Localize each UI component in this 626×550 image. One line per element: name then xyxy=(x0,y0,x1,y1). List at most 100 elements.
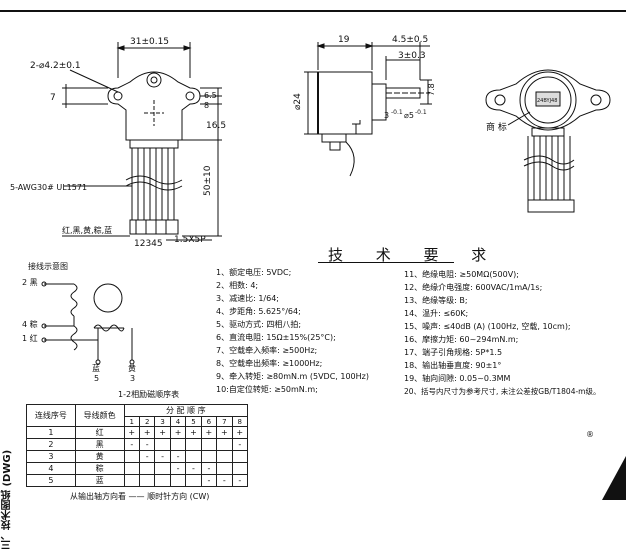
cell: + xyxy=(231,426,249,439)
cell-color: 红 xyxy=(74,426,125,439)
cell xyxy=(169,474,187,487)
dim-flat: 3±0.3 xyxy=(398,51,426,61)
cell-no: 1 xyxy=(26,426,76,439)
cell xyxy=(185,474,202,487)
spec-item: 12、绝缘介电强度: 600VAC/1mA/1s; xyxy=(404,283,543,292)
spec-item: 3、减速比: 1/64; xyxy=(216,294,279,303)
cell xyxy=(169,438,187,451)
step-header: 4 xyxy=(169,416,187,427)
cell: + xyxy=(169,426,187,439)
cell: - xyxy=(123,438,140,451)
spec-item: 9、牵入转矩: ≥80mN.m (5VDC, 100Hz) xyxy=(216,372,369,381)
motor-badge: 24BYJ48 xyxy=(537,98,557,104)
cell xyxy=(216,450,233,463)
dim-flat2-tol: -0.1 xyxy=(391,109,403,116)
cell-no: 5 xyxy=(26,474,76,487)
wire-1-label: 1 红 xyxy=(22,334,38,343)
dim-flat2: 3 xyxy=(384,111,389,120)
side-view xyxy=(304,42,432,177)
spec-item: 17、端子引角规格: 5P*1.5 xyxy=(404,348,503,357)
spec-item: 13、绝缘等级: B; xyxy=(404,296,468,305)
step-header: 7 xyxy=(216,416,233,427)
cell: + xyxy=(154,426,171,439)
col-color-header: 导线颜色 xyxy=(74,404,125,427)
dim-r4: 50±10 xyxy=(203,165,213,196)
cell: - xyxy=(154,450,171,463)
cell: - xyxy=(169,450,187,463)
cell: - xyxy=(200,474,218,487)
wiring-diagram xyxy=(41,281,135,365)
dim-width: 31±0.15 xyxy=(130,37,169,47)
spec-item: 15、噪声: ≤40dB (A) (100Hz, 空载, 10cm); xyxy=(404,322,571,331)
spec-item: 4、步距角: 5.625°/64; xyxy=(216,307,301,316)
wire-5-label: 5 xyxy=(94,374,100,383)
step-header: 2 xyxy=(138,416,156,427)
registered-mark: ® xyxy=(586,430,594,439)
dim-dia: ⌀24 xyxy=(293,93,303,110)
cell xyxy=(231,462,249,475)
cell xyxy=(200,450,218,463)
wire-yellow-label: 黄 xyxy=(128,364,136,373)
wire-2-label: 2 黑 xyxy=(22,278,38,287)
table-footnote: 从输出轴方向看 —— 顺时针方向 (CW) xyxy=(70,492,210,501)
wire-label: 红,黑,黄,粽,蓝 xyxy=(62,225,112,235)
cell xyxy=(200,438,218,451)
table-caption: 1-2相励磁顺序表 xyxy=(118,390,180,399)
wire-4-label: 4 粽 xyxy=(22,320,38,329)
cell: + xyxy=(185,426,202,439)
cell xyxy=(138,462,156,475)
spec-item: 2、相数: 4; xyxy=(216,281,259,290)
cell-no: 3 xyxy=(26,450,76,463)
spec-item: 1、额定电压: 5VDC; xyxy=(216,268,292,277)
spec-item: 10:自定位转矩: ≥50mN.m; xyxy=(216,385,318,394)
cable-label: 5-AWG30# UL1571 xyxy=(10,183,87,192)
dim-len: 19 xyxy=(338,35,350,45)
col-seq-header: 连线序号 xyxy=(26,404,76,427)
step-header: 8 xyxy=(231,416,249,427)
cell xyxy=(138,474,156,487)
spec-title-underline xyxy=(318,262,454,263)
cell: - xyxy=(169,462,187,475)
table-row: 5 蓝 - - - xyxy=(26,474,249,487)
spec-right-list: 11、绝缘电阻: ≥50MΩ(500V); 12、绝缘介电强度: 600VAC/… xyxy=(404,270,600,396)
cell xyxy=(123,474,140,487)
cell xyxy=(123,450,140,463)
label-callout: 商 标 xyxy=(486,121,507,133)
cell xyxy=(154,462,171,475)
cell-color: 粽 xyxy=(74,462,125,475)
pitch-label: 1.5X5P xyxy=(174,235,206,245)
wiring-title: 接线示意图 xyxy=(28,262,68,271)
dim-shaft-tol: -0.1 xyxy=(415,109,427,116)
spec-item: 8、空载牵出频率: ≥1000Hz; xyxy=(216,359,323,368)
dim-r2: 8 xyxy=(204,101,209,110)
spec-item: 5、驱动方式: 四相八拍; xyxy=(216,320,302,329)
spec-item: 18、输出轴垂直度: 90±1° xyxy=(404,361,502,370)
cell-no: 2 xyxy=(26,438,76,451)
cell: - xyxy=(231,474,249,487)
label-view xyxy=(485,69,611,213)
cell: + xyxy=(200,426,218,439)
technical-drawing: 31±0.15 2-⌀4.2±0.1 7 6.5 8 16.5 50±10 5-… xyxy=(10,35,611,249)
step-header: 6 xyxy=(200,416,218,427)
step-header: 5 xyxy=(185,416,202,427)
cell: - xyxy=(200,462,218,475)
cell xyxy=(216,462,233,475)
dim-shaft: 4.5±0.5 xyxy=(392,35,428,45)
cell: - xyxy=(185,462,202,475)
dim-shaft-dia: ⌀5 xyxy=(404,111,414,120)
step-header: 1 xyxy=(123,416,140,427)
pins-label: 12345 xyxy=(134,239,163,249)
spec-item: 11、绝缘电阻: ≥50MΩ(500V); xyxy=(404,270,519,279)
spec-item: 20、括号内尺寸为参考尺寸, 未注公差按GB/T1804-m级。 xyxy=(404,387,601,396)
cell xyxy=(154,474,171,487)
spec-item: 14、温升: ≤60K; xyxy=(404,309,469,318)
cell: - xyxy=(231,438,249,451)
dim-holes: 2-⌀4.2±0.1 xyxy=(30,61,81,71)
front-view xyxy=(62,42,222,241)
step-header: 3 xyxy=(154,416,171,427)
cell-color: 黑 xyxy=(74,438,125,451)
dim-right: 7.8 xyxy=(427,83,436,96)
spec-item: 19、轴向间隙: 0.05~0.3MM xyxy=(404,374,511,383)
cell xyxy=(216,438,233,451)
table-row: 1 红 + + + + + + + + xyxy=(26,426,249,439)
